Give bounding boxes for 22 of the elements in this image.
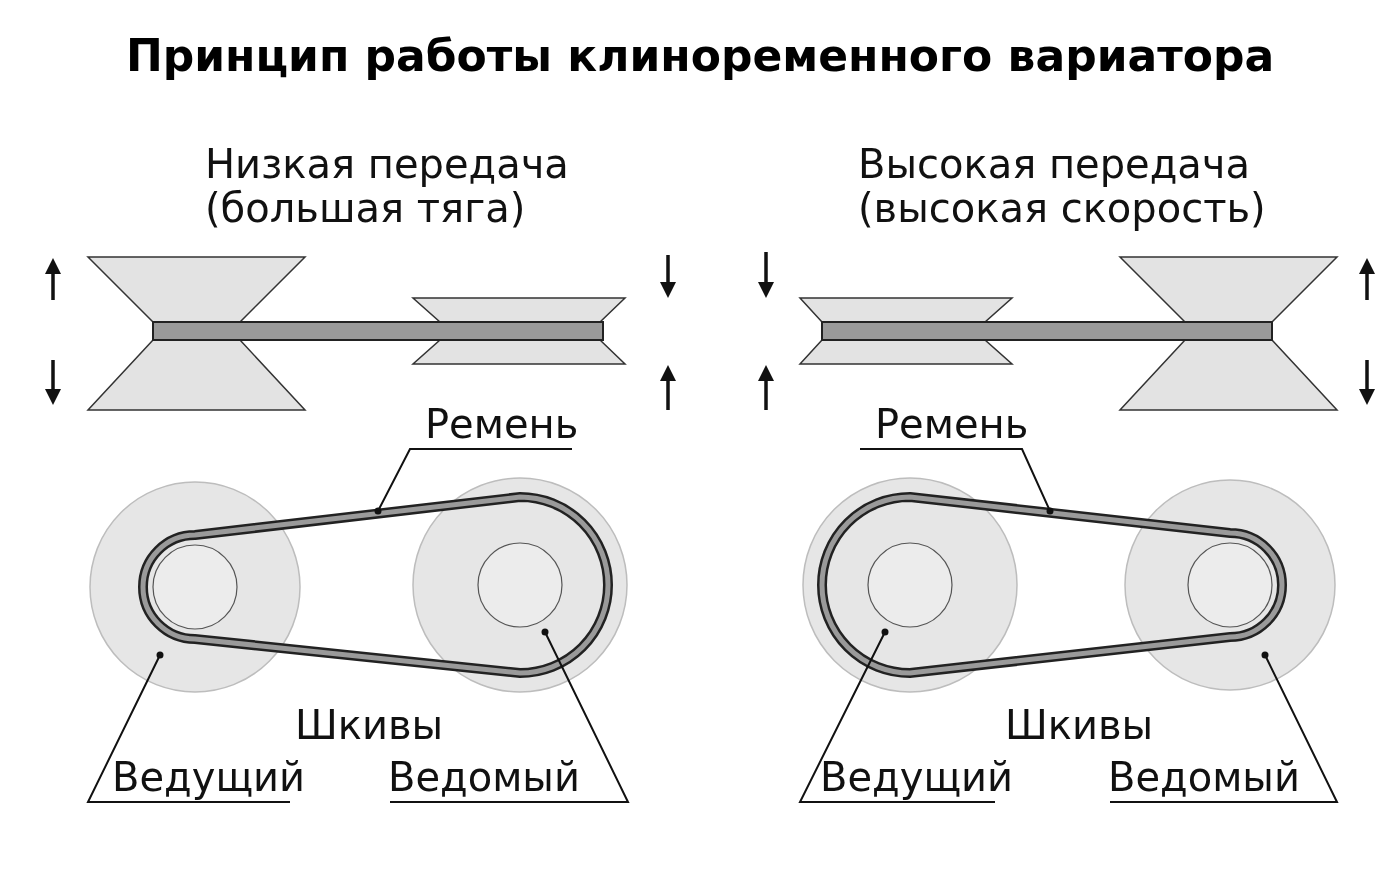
part-label: Ведомый [388, 755, 580, 799]
section-heading: Высокая передача (высокая скорость) [858, 142, 1267, 230]
part-label: Ремень [875, 402, 1029, 446]
leader-line [389, 631, 630, 803]
pulley [412, 477, 628, 693]
part-label: Ведущий [112, 755, 306, 799]
leader-line [86, 654, 291, 803]
section-heading: Низкая передача (большая тяга) [205, 142, 570, 230]
leader-line [798, 631, 996, 803]
pulley [1124, 479, 1336, 691]
part-label: Ведомый [1108, 755, 1300, 799]
group-label: Шкивы [295, 703, 444, 747]
leader-line [377, 448, 573, 512]
part-label: Ведущий [820, 755, 1014, 799]
leader-line [1109, 654, 1339, 803]
belt-loop [138, 492, 613, 678]
part-label: Ремень [425, 402, 579, 446]
pulley [89, 481, 301, 693]
diagram-title: Принцип работы клиноременного вариатора [124, 30, 1276, 81]
belt-loop [817, 492, 1287, 678]
pulley [802, 477, 1018, 693]
group-label: Шкивы [1005, 703, 1154, 747]
